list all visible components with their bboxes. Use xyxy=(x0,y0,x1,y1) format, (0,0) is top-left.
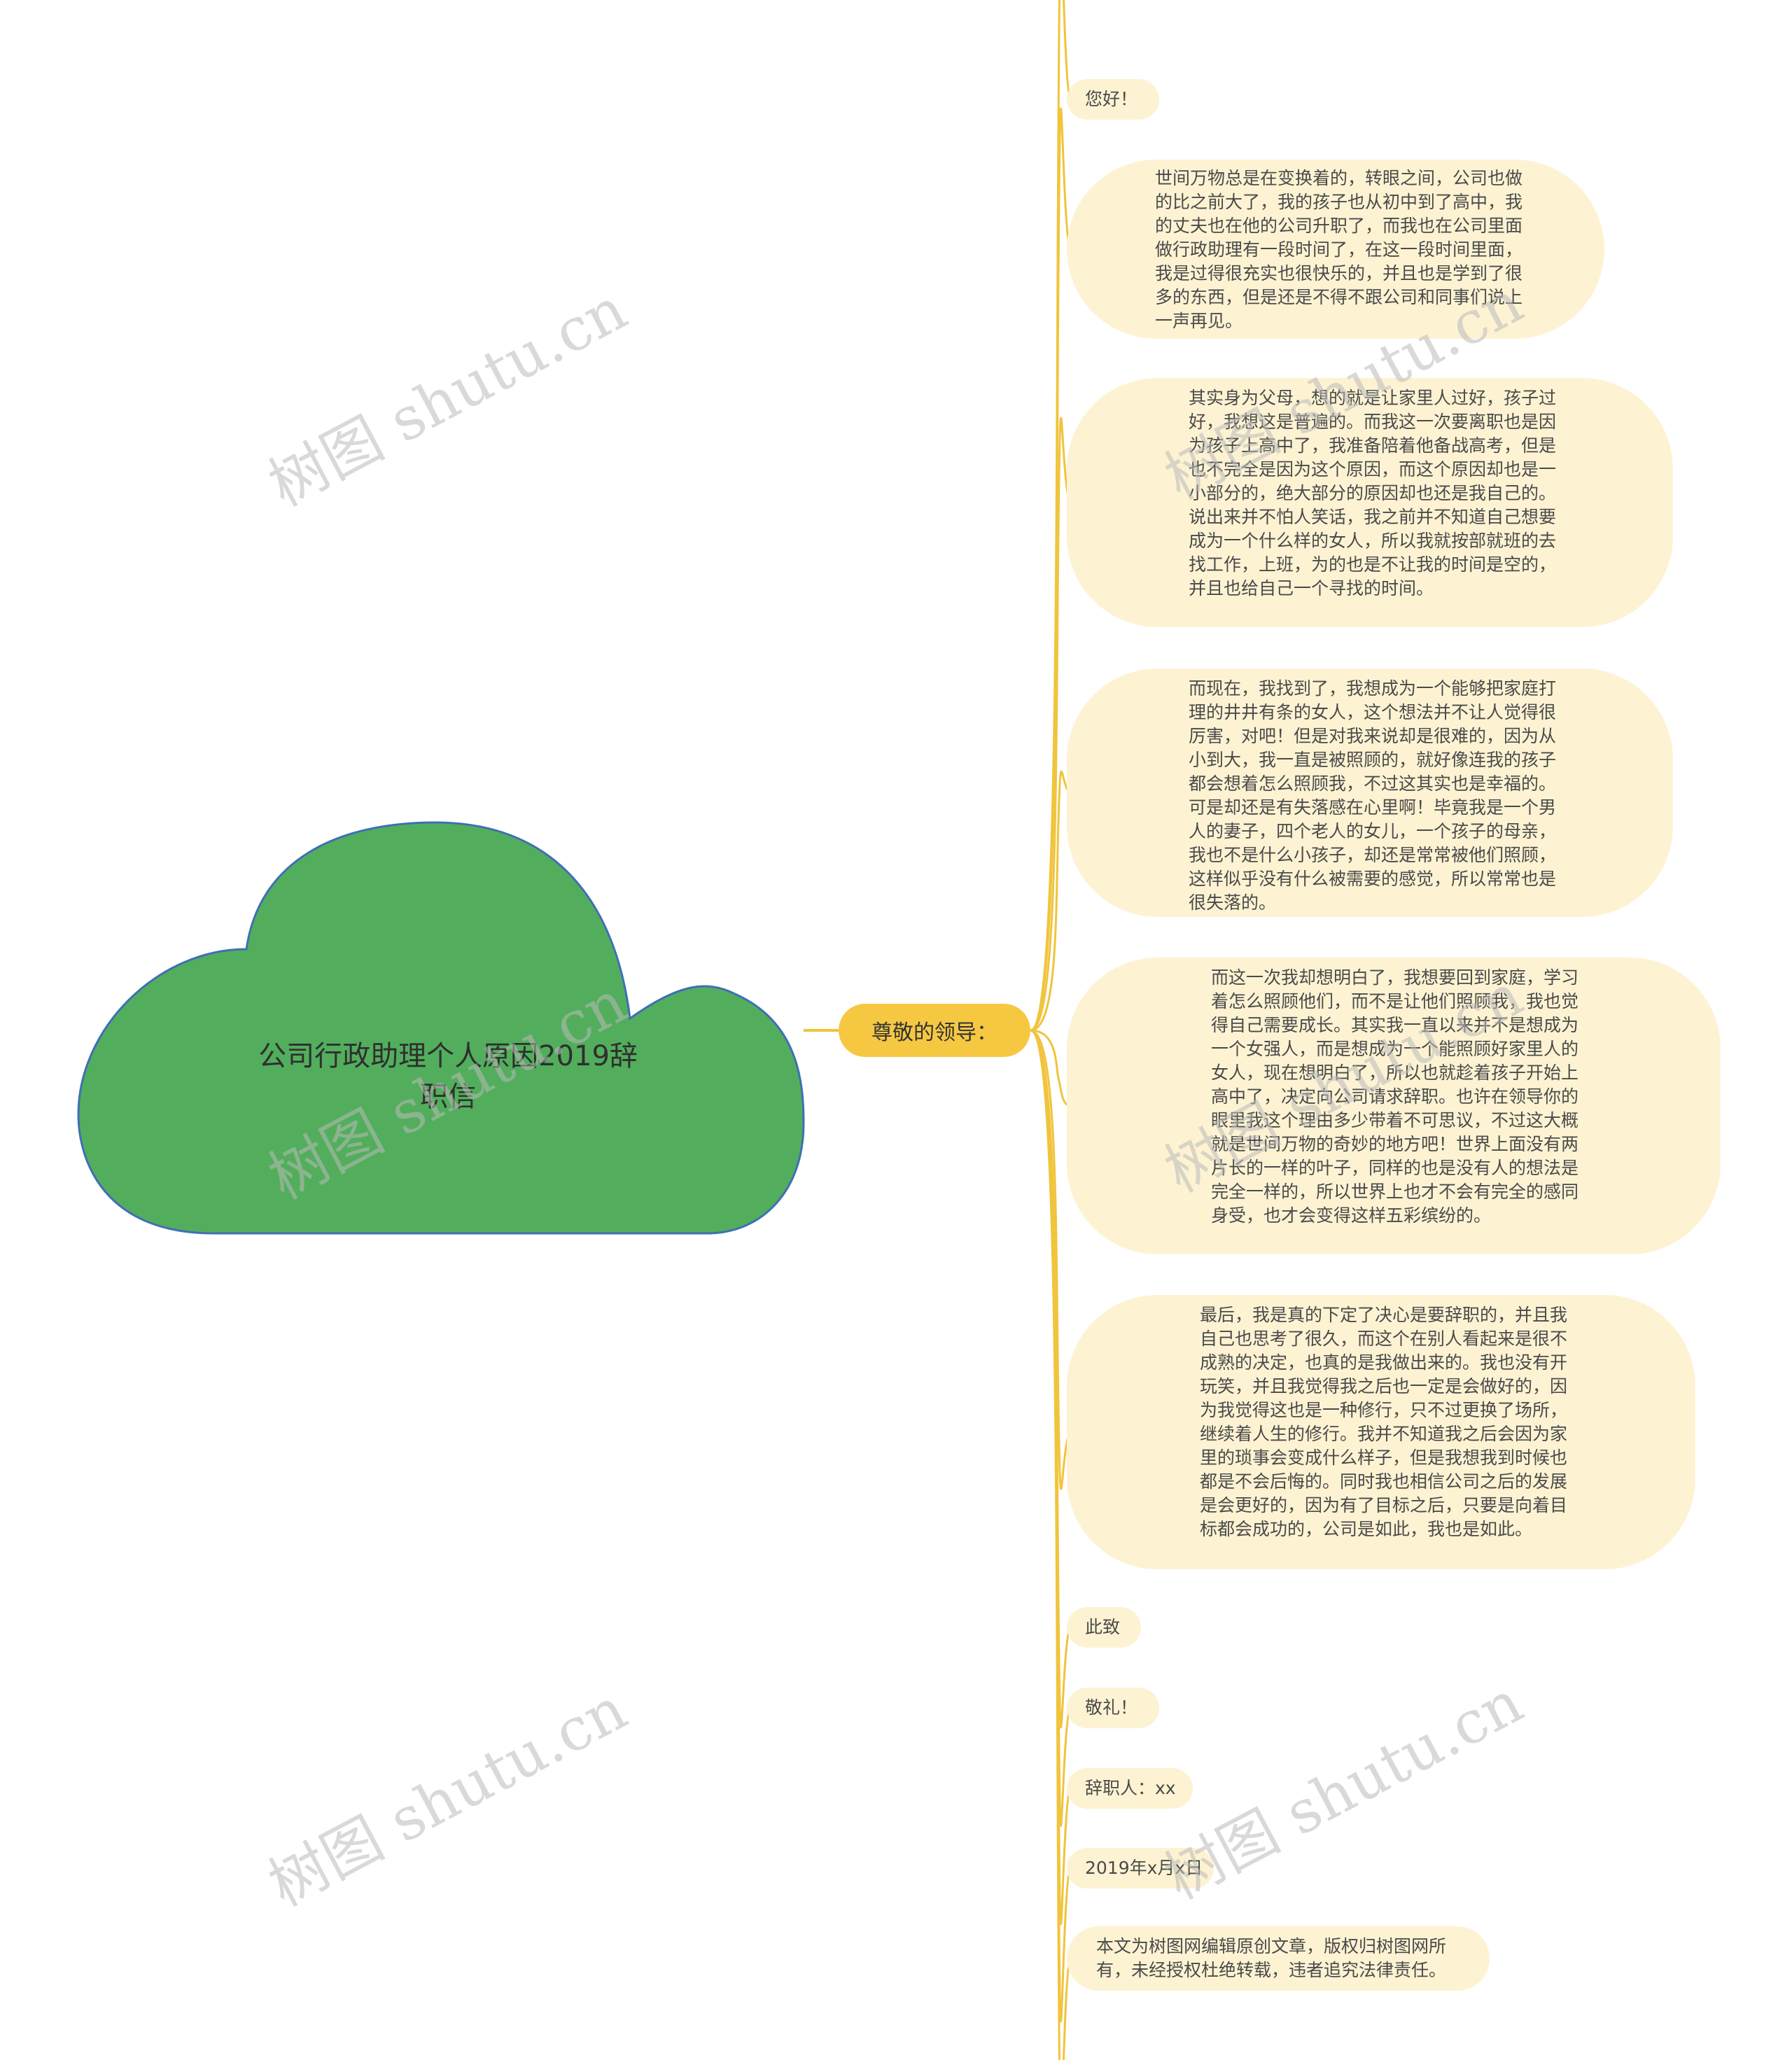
branch-to-leaf-connectors xyxy=(1030,0,1072,2060)
leaf-connector xyxy=(1030,770,1072,1032)
leaf-connector xyxy=(1030,107,1072,1032)
leaf-paragraph-4[interactable]: 而这一次我却想明白了，我想要回到家庭，学习着怎么照顾他们，而不是让他们照顾我，我… xyxy=(1067,958,1721,1254)
leaf-date[interactable]: 2019年x月x日 xyxy=(1067,1848,1214,1889)
leaf-paragraph-3[interactable]: 而现在，我找到了，我想成为一个能够把家庭打理的井井有条的女人，这个想法并不让人觉… xyxy=(1067,668,1673,917)
root-cloud-shape[interactable] xyxy=(77,821,805,1235)
leaf-text: 其实身为父母，想的就是让家里人过好，孩子过好，我想这是普遍的。而我这一次要离职也… xyxy=(1189,388,1557,598)
leaf-resigner[interactable]: 辞职人：xx xyxy=(1067,1768,1193,1809)
leaf-paragraph-2[interactable]: 其实身为父母，想的就是让家里人过好，孩子过好，我想这是普遍的。而我这一次要离职也… xyxy=(1067,378,1673,627)
leaf-connector xyxy=(1030,0,1072,1032)
root-topic[interactable]: 公司行政助理个人原因2019辞职信 xyxy=(258,1040,638,1113)
leaf-connector xyxy=(1030,416,1072,1032)
leaf-connector xyxy=(1030,1029,1072,2060)
leaf-paragraph-1[interactable]: 世间万物总是在变换着的，转眼之间，公司也做的比之前大了，我的孩子也从初中到了高中… xyxy=(1067,160,1604,339)
leaf-salute[interactable]: 敬礼！ xyxy=(1067,1688,1159,1728)
leaf-text: 而现在，我找到了，我想成为一个能够把家庭打理的井井有条的女人，这个想法并不让人觉… xyxy=(1189,678,1557,913)
leaf-text: 您好！ xyxy=(1085,89,1138,109)
leaf-text: 世间万物总是在变换着的，转眼之间，公司也做的比之前大了，我的孩子也从初中到了高中… xyxy=(1155,168,1523,331)
branch-topic[interactable]: 尊敬的领导： xyxy=(839,1004,1030,1057)
leaf-closing[interactable]: 此致 xyxy=(1067,1607,1141,1648)
leaf-text: 最后，我是真的下定了决心是要辞职的，并且我自己也思考了很久，而这个在别人看起来是… xyxy=(1200,1305,1568,1539)
leaf-text: 而这一次我却想明白了，我想要回到家庭，学习着怎么照顾他们，而不是让他们照顾我，我… xyxy=(1211,967,1579,1226)
leaf-text: 此致 xyxy=(1085,1617,1121,1637)
leaf-copyright[interactable]: 本文为树图网编辑原创文章，版权归树图网所有，未经授权杜绝转载，违者追究法律责任。 xyxy=(1067,1926,1490,1991)
leaf-paragraph-5[interactable]: 最后，我是真的下定了决心是要辞职的，并且我自己也思考了很久，而这个在别人看起来是… xyxy=(1067,1295,1695,1569)
leaf-text: 本文为树图网编辑原创文章，版权归树图网所有，未经授权杜绝转载，违者追究法律责任。 xyxy=(1096,1936,1447,1980)
leaf-text: 2019年x月x日 xyxy=(1085,1858,1203,1878)
leaf-connector xyxy=(1030,1029,1072,1107)
leaf-greeting[interactable]: 您好！ xyxy=(1067,79,1159,120)
leaf-text: 辞职人：xx xyxy=(1085,1778,1176,1798)
leaf-connector xyxy=(1030,1029,1072,1490)
leaf-text: 敬礼！ xyxy=(1085,1697,1138,1718)
